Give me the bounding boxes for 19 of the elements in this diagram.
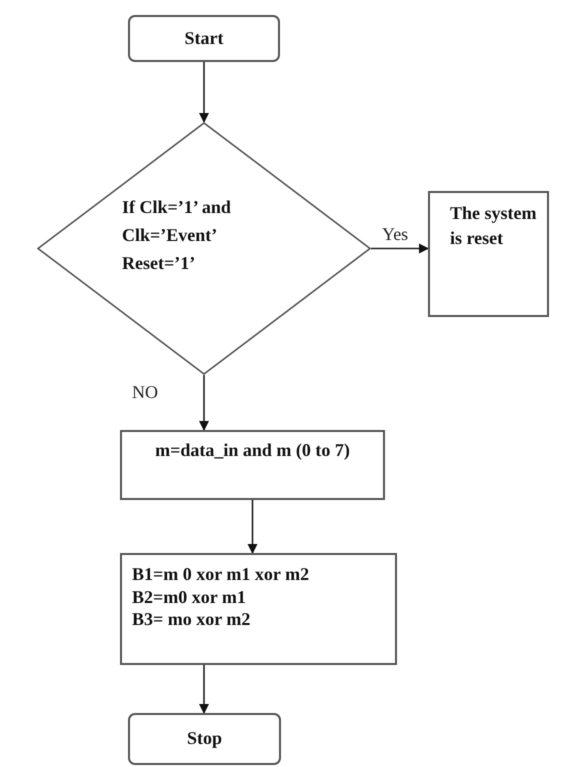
- arrow: [199, 665, 209, 714]
- process-box: [428, 191, 549, 317]
- arrow: [371, 244, 429, 254]
- process-box: [120, 430, 385, 500]
- node-text: B1=m 0 xor m1 xor m2: [132, 563, 310, 586]
- node-text: B3= mo xor m2: [132, 608, 252, 630]
- node-text: m=data_in and m (0 to 7): [154, 439, 351, 462]
- decision-diamond: [37, 122, 371, 375]
- node-text: B2=m0 xor m1: [132, 586, 247, 608]
- arrow: [199, 62, 209, 123]
- terminal-box: [128, 15, 280, 62]
- node-text: Stop: [186, 727, 222, 750]
- arrow: [199, 375, 209, 431]
- node-text: Start: [184, 26, 224, 50]
- process-box: [120, 553, 397, 665]
- terminal-box: [128, 713, 281, 765]
- arrow: [248, 500, 258, 554]
- node-text: If Clk=’1’ and Clk=’Event’ Reset=’1’: [122, 196, 232, 275]
- node-text: The system is reset: [450, 202, 538, 250]
